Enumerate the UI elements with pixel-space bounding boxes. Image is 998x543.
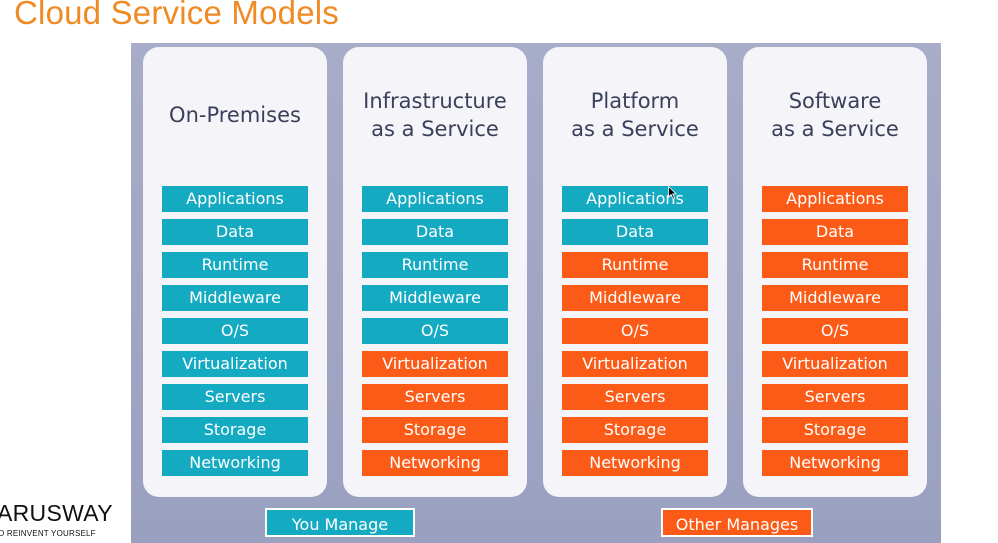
column-title: On-Premises — [169, 103, 301, 127]
layer-storage: Storage — [362, 417, 508, 443]
layer-runtime: Runtime — [562, 252, 708, 278]
layer-servers: Servers — [362, 384, 508, 410]
layer-storage: Storage — [162, 417, 308, 443]
layer-networking: Networking — [762, 450, 908, 476]
layer-middleware: Middleware — [562, 285, 708, 311]
layer-virtualization: Virtualization — [162, 351, 308, 377]
layer-data: Data — [762, 219, 908, 245]
layer-applications: Applications — [162, 186, 308, 212]
layer-runtime: Runtime — [162, 252, 308, 278]
column-title: Software as a Service — [771, 89, 899, 141]
layer-applications: Applications — [762, 186, 908, 212]
layer-storage: Storage — [762, 417, 908, 443]
logo-tagline: O REINVENT YOURSELF — [0, 529, 96, 538]
layer-networking: Networking — [162, 450, 308, 476]
layer-runtime: Runtime — [762, 252, 908, 278]
layer-data: Data — [562, 219, 708, 245]
layer-o-s: O/S — [162, 318, 308, 344]
layer-networking: Networking — [562, 450, 708, 476]
legend-other-manages: Other Manages — [661, 508, 813, 537]
layer-virtualization: Virtualization — [562, 351, 708, 377]
layer-servers: Servers — [162, 384, 308, 410]
layer-storage: Storage — [562, 417, 708, 443]
layer-o-s: O/S — [562, 318, 708, 344]
legend-you-manage: You Manage — [265, 508, 415, 537]
brand-logo: ARUSWAY O REINVENT YOURSELF — [0, 500, 125, 543]
logo-wordmark: ARUSWAY — [0, 500, 113, 526]
layer-data: Data — [162, 219, 308, 245]
layer-servers: Servers — [762, 384, 908, 410]
column-title: Platform as a Service — [571, 89, 699, 141]
layer-middleware: Middleware — [162, 285, 308, 311]
layer-data: Data — [362, 219, 508, 245]
layer-networking: Networking — [362, 450, 508, 476]
page-title: Cloud Service Models — [14, 0, 339, 31]
layer-applications: Applications — [562, 186, 708, 212]
layer-runtime: Runtime — [362, 252, 508, 278]
layer-middleware: Middleware — [362, 285, 508, 311]
layer-servers: Servers — [562, 384, 708, 410]
layer-virtualization: Virtualization — [362, 351, 508, 377]
layer-o-s: O/S — [362, 318, 508, 344]
layer-o-s: O/S — [762, 318, 908, 344]
layer-virtualization: Virtualization — [762, 351, 908, 377]
column-title: Infrastructure as a Service — [363, 89, 507, 141]
layer-middleware: Middleware — [762, 285, 908, 311]
layer-applications: Applications — [362, 186, 508, 212]
mouse-pointer-icon — [668, 186, 677, 200]
